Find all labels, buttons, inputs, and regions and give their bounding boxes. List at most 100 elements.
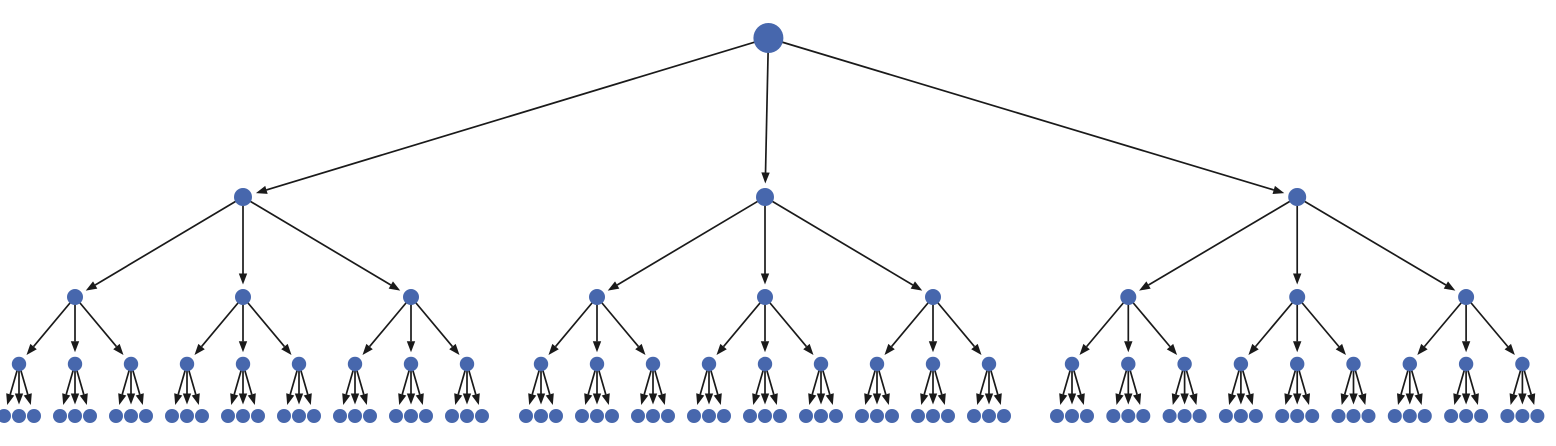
arrowhead-icon bbox=[286, 393, 295, 405]
tree-leaf-node bbox=[475, 409, 489, 423]
tree-leaf-node bbox=[139, 409, 153, 423]
arrowhead-icon bbox=[1509, 393, 1518, 405]
arrowhead-icon bbox=[864, 393, 873, 405]
arrowhead-icon bbox=[1248, 343, 1259, 356]
arrowhead-icon bbox=[1405, 393, 1414, 405]
arrowhead-icon bbox=[26, 343, 37, 356]
tree-node-level-3 bbox=[1290, 356, 1305, 372]
arrowhead-icon bbox=[937, 393, 946, 405]
tree-leaf-node bbox=[1500, 409, 1515, 423]
arrowhead-icon bbox=[548, 343, 559, 356]
arrowhead-icon bbox=[118, 393, 127, 405]
tree-leaf-node bbox=[1305, 409, 1320, 423]
tree-node-level-3 bbox=[757, 356, 773, 372]
arrowhead-icon bbox=[6, 393, 15, 405]
tree-leaf-node bbox=[307, 409, 321, 423]
tree-leaf-node bbox=[702, 409, 716, 423]
tree-leaf-node bbox=[870, 409, 884, 423]
tree-edge bbox=[1254, 296, 1298, 348]
arrowhead-icon bbox=[1228, 393, 1237, 405]
arrowhead-icon bbox=[350, 393, 360, 405]
tree-leaf-node bbox=[363, 409, 377, 423]
arrowhead-icon bbox=[191, 393, 200, 405]
arrowhead-icon bbox=[23, 393, 32, 405]
tree-leaf-node bbox=[1417, 409, 1432, 423]
tree-leaf-node bbox=[549, 409, 563, 423]
tree-edge bbox=[890, 296, 934, 348]
tree-node-level-2 bbox=[589, 289, 605, 305]
tree-leaf-node bbox=[180, 409, 194, 423]
arrowhead-icon bbox=[1335, 343, 1346, 356]
arrowhead-icon bbox=[388, 281, 401, 291]
tree-edge bbox=[200, 296, 244, 348]
tree-node-level-3 bbox=[533, 356, 549, 372]
tree-leaf-node bbox=[389, 409, 403, 423]
tree-leaf-node bbox=[1106, 409, 1121, 423]
arrowhead-icon bbox=[1171, 393, 1180, 405]
tree-leaf-node bbox=[1121, 409, 1136, 423]
tree-leaf-node bbox=[1331, 409, 1346, 423]
arrowhead-icon bbox=[1067, 393, 1077, 405]
tree-edge bbox=[1127, 296, 1171, 348]
tree-edge bbox=[1085, 296, 1129, 348]
arrowhead-icon bbox=[1139, 281, 1151, 291]
tree-leaf-node bbox=[1361, 409, 1376, 423]
tree-edge bbox=[242, 296, 286, 348]
tree-leaf-node bbox=[1346, 409, 1361, 423]
tree-node-level-3 bbox=[179, 356, 195, 372]
arrowhead-icon bbox=[920, 393, 929, 405]
arrowhead-icon bbox=[194, 343, 205, 356]
arrowhead-icon bbox=[398, 393, 407, 405]
arrowhead-icon bbox=[1527, 393, 1536, 405]
arrowhead-icon bbox=[1124, 341, 1133, 353]
tree-leaf-node bbox=[68, 409, 82, 423]
arrowhead-icon bbox=[1236, 393, 1246, 405]
tree-leaf-node bbox=[1290, 409, 1305, 423]
tree-leaf-node bbox=[717, 409, 731, 423]
tree-leaf-node bbox=[445, 409, 459, 423]
arrowhead-icon bbox=[415, 393, 424, 405]
arrowhead-icon bbox=[238, 341, 248, 353]
tree-node-level-3 bbox=[589, 356, 605, 372]
arrowhead-icon bbox=[1272, 185, 1285, 194]
arrowhead-icon bbox=[808, 393, 817, 405]
arrowhead-icon bbox=[601, 393, 610, 405]
tree-node-level-3 bbox=[459, 356, 475, 372]
arrowhead-icon bbox=[238, 273, 248, 285]
arrowhead-icon bbox=[1461, 341, 1471, 353]
tree-edge bbox=[1296, 296, 1340, 348]
tree-leaf-node bbox=[277, 409, 291, 423]
arrowhead-icon bbox=[657, 393, 666, 405]
tree-leaf-node bbox=[1444, 409, 1459, 423]
arrowhead-icon bbox=[1301, 393, 1310, 405]
arrowhead-icon bbox=[993, 393, 1002, 405]
tree-leaf-node bbox=[911, 409, 925, 423]
arrowhead-icon bbox=[713, 393, 722, 405]
tree-leaf-node bbox=[1515, 409, 1530, 423]
arrowhead-icon bbox=[545, 393, 554, 405]
arrowhead-icon bbox=[881, 393, 890, 405]
arrowhead-icon bbox=[449, 343, 460, 356]
tree-node-level-3 bbox=[403, 356, 419, 372]
tree-leaf-node bbox=[251, 409, 265, 423]
tree-node-level-3 bbox=[869, 356, 885, 372]
tree-node-level-2 bbox=[403, 289, 419, 305]
tree-node-level-2 bbox=[925, 289, 941, 305]
arrowhead-icon bbox=[471, 393, 480, 405]
arrowhead-icon bbox=[406, 341, 416, 353]
tree-leaf-node bbox=[404, 409, 418, 423]
tree-leaf-node bbox=[1136, 409, 1151, 423]
tree-edge bbox=[32, 296, 76, 348]
tree-edge bbox=[722, 296, 766, 348]
tree-leaf-node bbox=[1177, 409, 1192, 423]
tree-edge bbox=[368, 296, 412, 348]
tree-leaf-node bbox=[1218, 409, 1233, 423]
arrowhead-icon bbox=[1166, 343, 1178, 356]
tree-leaf-node bbox=[333, 409, 347, 423]
arrowhead-icon bbox=[971, 343, 982, 356]
tree-leaf-node bbox=[829, 409, 843, 423]
tree-leaf-node bbox=[590, 409, 604, 423]
tree-edge bbox=[266, 37, 769, 191]
arrowhead-icon bbox=[872, 393, 882, 405]
